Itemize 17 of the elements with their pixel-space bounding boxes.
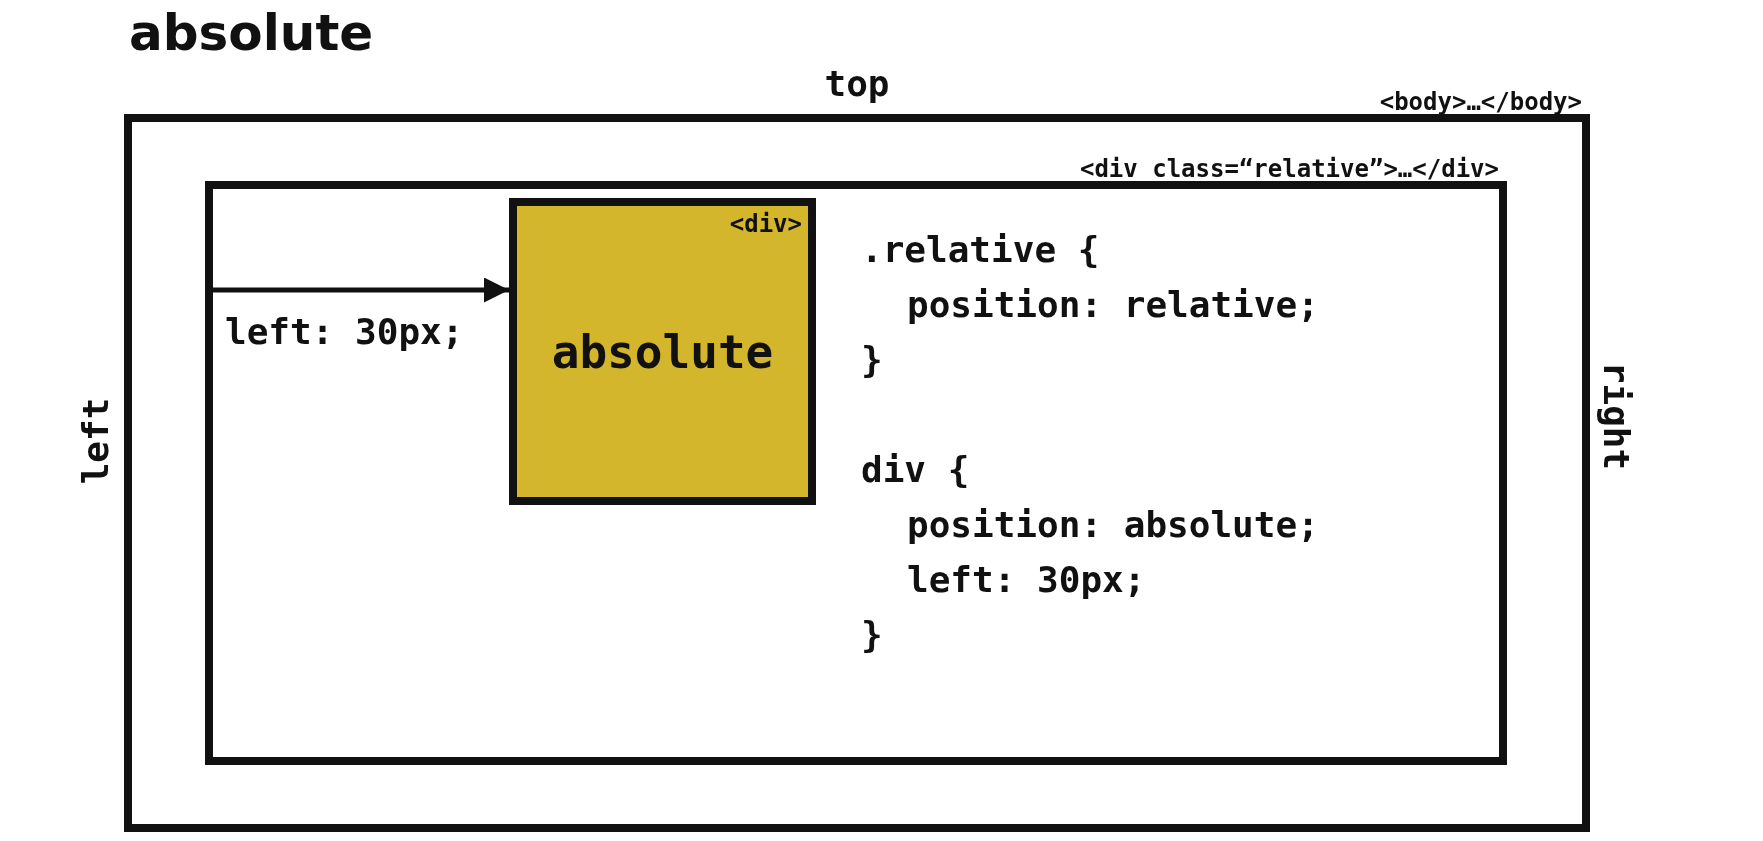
absolute-div-box [509, 198, 816, 505]
code-line: left: 30px; [907, 560, 1146, 600]
code-line: } [861, 615, 883, 655]
side-label: right [1596, 361, 1636, 471]
code-line: .relative { [861, 230, 1100, 270]
element-tag: <div class=“relative”>…</div> [1079, 155, 1499, 183]
arrow [213, 277, 509, 303]
element-tag: <body>…</body> [1379, 88, 1582, 116]
side-label: left [76, 397, 116, 485]
code-line: div { [861, 450, 970, 490]
code-line: position: absolute; [907, 505, 1319, 545]
code-line: position: relative; [907, 285, 1319, 325]
element-tag: <div> [729, 210, 802, 238]
code-line: } [861, 340, 883, 380]
page-title: absolute [129, 4, 374, 62]
box-label: absolute [550, 324, 775, 379]
side-label: top [824, 64, 890, 104]
